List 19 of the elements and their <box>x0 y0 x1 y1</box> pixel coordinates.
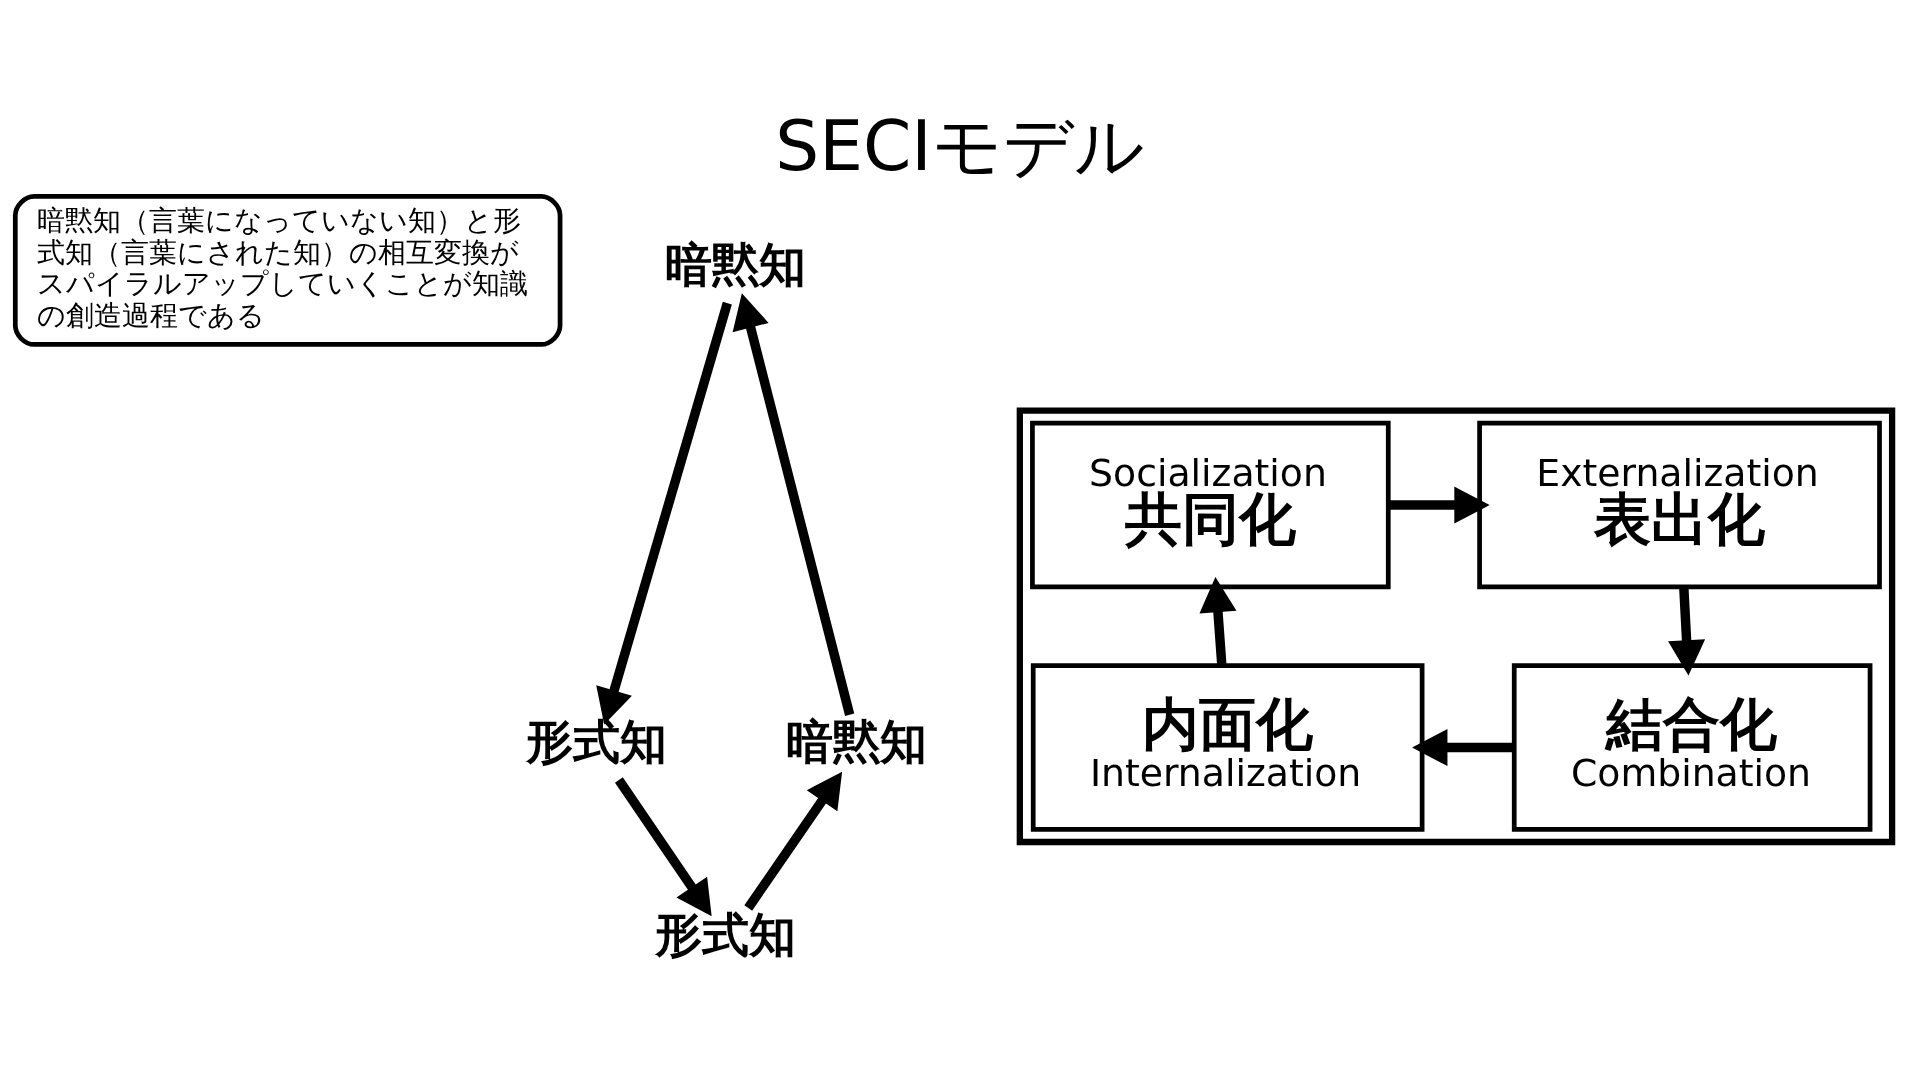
arrow <box>732 292 855 716</box>
cluster <box>1016 406 1896 845</box>
node-box: 暗黙知（言葉になっていない知）と形式知（言葉にされた知）の相互変換がスパイラルアップしていくことが知識の創造過程である <box>12 193 563 347</box>
arrow <box>1388 486 1490 524</box>
arrow <box>615 776 712 916</box>
node-text: 暗黙知 <box>786 713 928 769</box>
node-text: 形式知 <box>526 713 668 769</box>
node-box: 内面化 Internalization <box>1030 662 1425 832</box>
arrow <box>596 301 732 725</box>
node-box: 結合化 Combination <box>1511 662 1873 832</box>
arrow <box>1668 586 1706 676</box>
arrow <box>744 771 843 911</box>
node-box: Socialization 共同化 <box>1030 420 1391 589</box>
arrow <box>1199 576 1237 666</box>
node-box: Externalization 表出化 <box>1477 420 1882 589</box>
arrow <box>1412 728 1514 766</box>
diagram-title: SECIモデル <box>775 105 1145 186</box>
node-text: 暗黙知 <box>664 236 806 292</box>
node-text: 形式知 <box>655 906 797 962</box>
